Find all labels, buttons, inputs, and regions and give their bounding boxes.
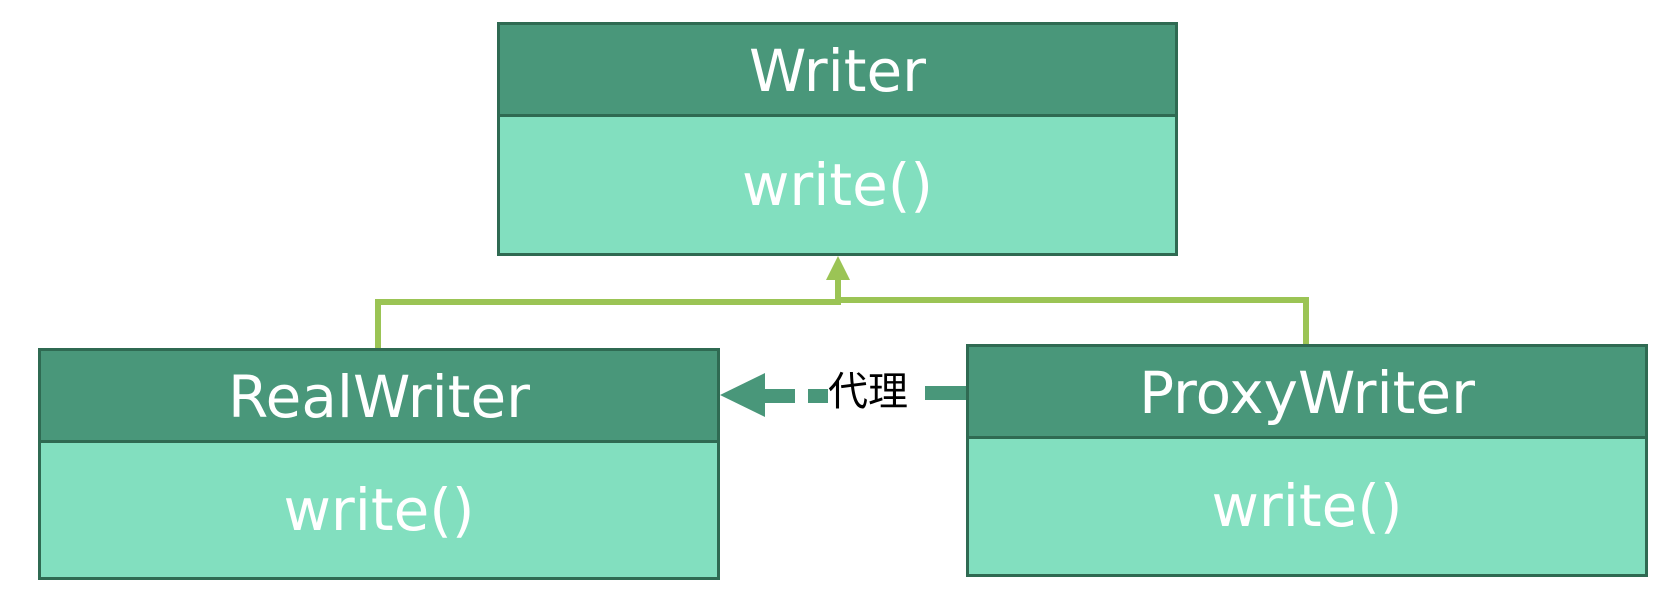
class-box-realwriter: RealWriter write(): [38, 348, 720, 580]
class-name-writer: Writer: [500, 25, 1175, 117]
class-name-realwriter: RealWriter: [41, 351, 717, 443]
inheritance-line-realwriter: [375, 278, 841, 348]
class-name-proxywriter: ProxyWriter: [969, 347, 1645, 439]
class-box-writer: Writer write(): [497, 22, 1178, 256]
method-write-writer: write(): [741, 151, 934, 219]
method-write-realwriter: write(): [283, 476, 475, 544]
proxy-relation-label: 代理: [828, 369, 908, 415]
proxy-arrowhead: [720, 373, 765, 417]
inheritance-line-proxywriter: [838, 297, 1309, 344]
method-write-proxywriter: write(): [1211, 472, 1403, 540]
inheritance-arrowhead: [826, 256, 850, 280]
class-box-proxywriter: ProxyWriter write(): [966, 344, 1648, 577]
